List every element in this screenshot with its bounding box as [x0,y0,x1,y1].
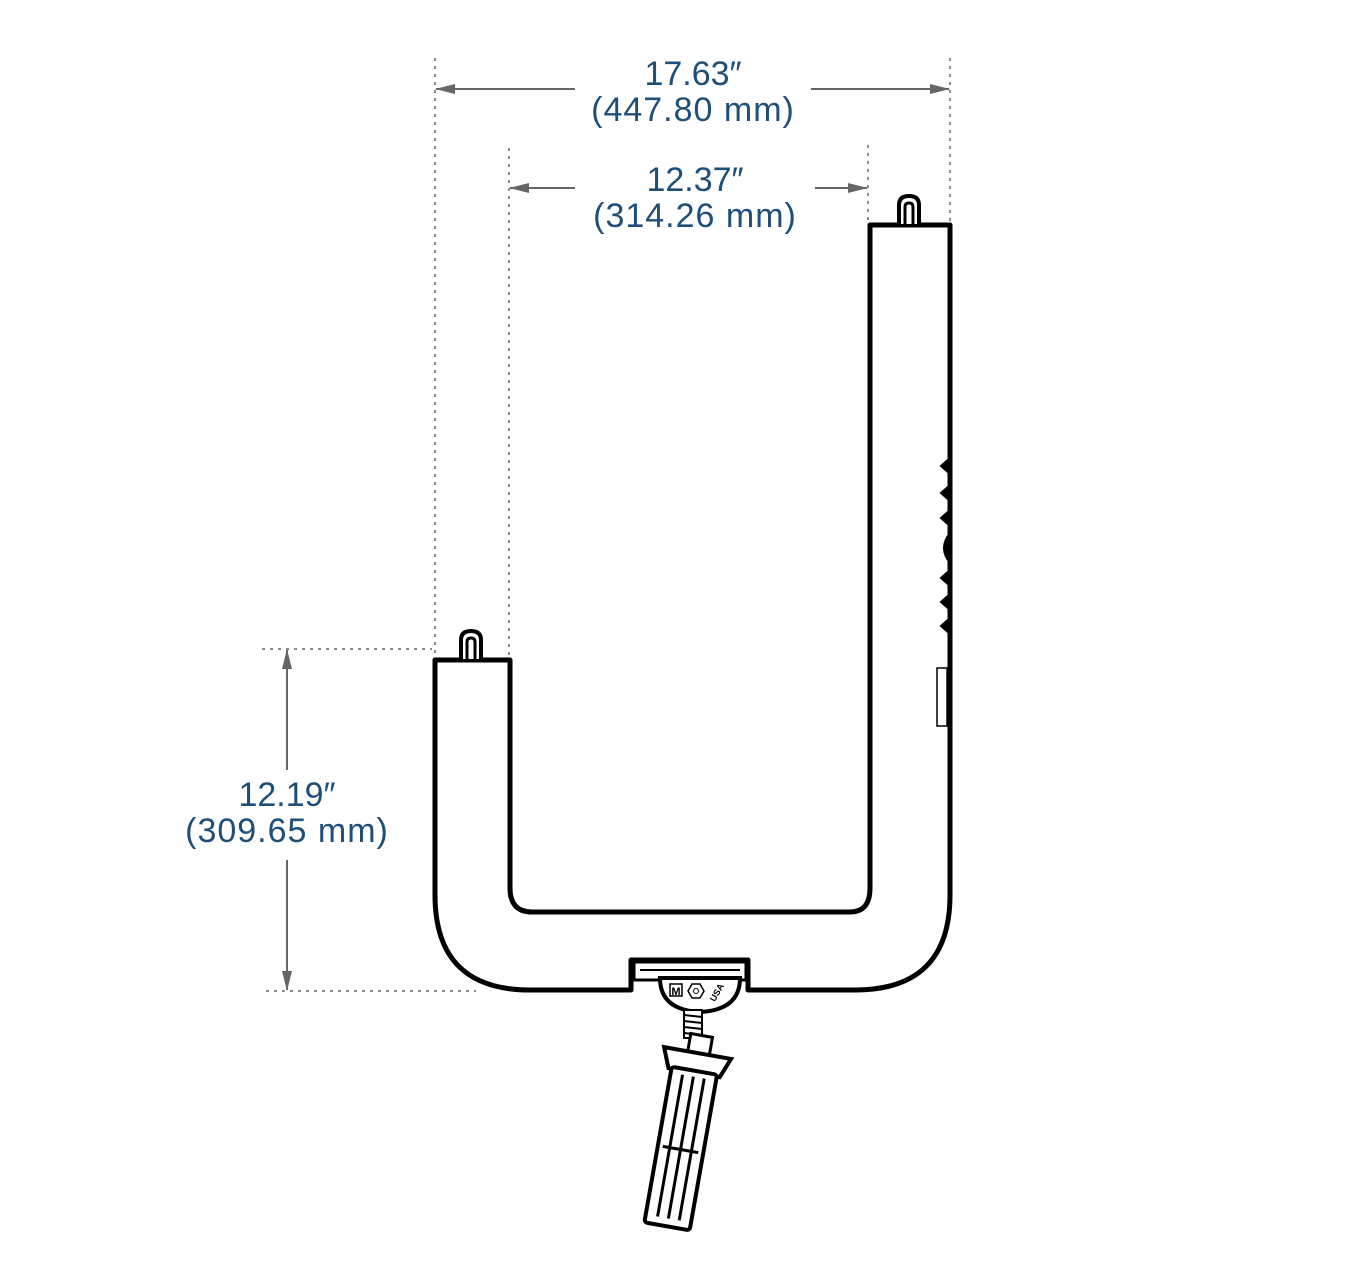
height-label: 12.19″ (309.65 mm) [165,777,409,849]
left-hanging-loop [459,628,483,659]
inner-width-label: 12.37″ (314.26 mm) [575,162,815,234]
mounting-stake [642,1031,735,1232]
height-mm: (309.65 mm) [185,812,389,850]
side-clip-notches [936,455,951,727]
badge-left-mark: M [671,986,680,998]
overall-width-inches: 17.63″ [644,55,742,93]
swivel-mount: M USA [632,960,748,1015]
inner-width-inches: 12.37″ [646,161,744,199]
u-bracket-body [432,222,953,993]
inner-width-mm: (314.26 mm) [593,197,797,235]
height-inches: 12.19″ [238,776,336,814]
extension-lines [262,58,951,992]
overall-width-label: 17.63″ (447.80 mm) [575,56,811,128]
right-hanging-loop [897,193,921,224]
overall-width-mm: (447.80 mm) [591,91,795,129]
